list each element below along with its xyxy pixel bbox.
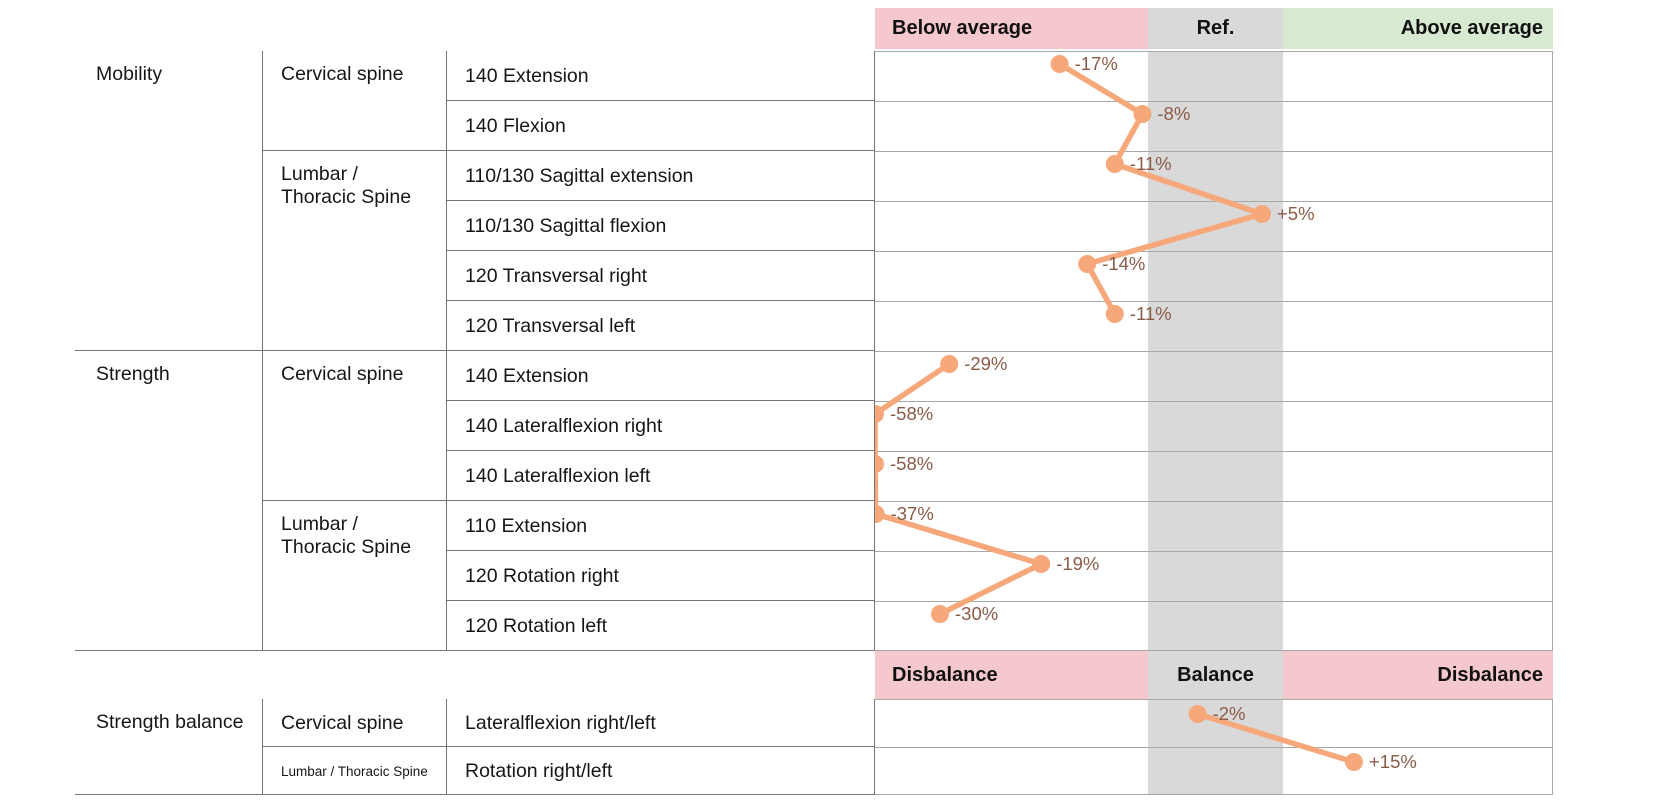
value-label: -19% — [1056, 553, 1100, 574]
test-cell: 140 Flexion — [447, 101, 875, 151]
zone-header-ref: Ref. — [1148, 8, 1283, 49]
value-label: -58% — [890, 453, 934, 474]
value-label: -17% — [1074, 53, 1118, 74]
chart-canvas — [875, 51, 1553, 651]
test-cell: Rotation right/left — [447, 747, 875, 795]
zone-label-disbalance-left: Disbalance — [892, 663, 998, 686]
data-point — [875, 405, 884, 423]
region-cell: Lumbar / Thoracic Spine — [263, 151, 447, 351]
value-label: -30% — [955, 603, 999, 624]
region-cell: Cervical spine — [263, 51, 447, 151]
data-point — [875, 455, 884, 473]
series-line — [1056, 61, 1265, 317]
value-label: -2% — [1212, 703, 1246, 724]
zone-label-below-average: Below average — [892, 17, 1033, 39]
test-cell: 110/130 Sagittal extension — [447, 151, 875, 201]
value-label: +15% — [1369, 751, 1417, 772]
data-point — [1032, 555, 1051, 573]
test-cell: 120 Rotation left — [447, 601, 875, 651]
zone-header-top: Below average Ref. Above average — [875, 8, 1553, 49]
zone-header-balance-row: Disbalance Balance Disbalance — [875, 651, 1553, 699]
data-point — [940, 355, 959, 373]
zone-header-disbalance-left: Disbalance — [875, 651, 1148, 699]
zone-header-balance: Balance — [1148, 651, 1283, 699]
value-label: -29% — [964, 353, 1008, 374]
category-cell: Mobility — [75, 51, 263, 351]
test-cell: Lateralflexion right/left — [447, 699, 875, 747]
test-cell: 120 Transversal left — [447, 301, 875, 351]
main-chart-area: -17% -8% -11% +5% -14% -11% -29% -58% -58% -37% -1… — [875, 51, 1553, 651]
chart-canvas — [875, 699, 1553, 795]
data-point — [931, 605, 949, 623]
series-line — [875, 361, 1044, 617]
zone-label-ref: Ref. — [1196, 17, 1235, 39]
data-point — [1253, 205, 1271, 223]
value-label: -58% — [890, 403, 934, 424]
zone-header-above-average: Above average — [1283, 8, 1553, 49]
test-cell: 120 Rotation right — [447, 551, 875, 601]
zone-label-disbalance-right: Disbalance — [1437, 663, 1543, 686]
test-cell: 120 Transversal right — [447, 251, 875, 301]
category-cell: Strength — [75, 351, 263, 651]
value-label: +5% — [1277, 203, 1315, 224]
series-line — [1194, 711, 1357, 765]
balance-chart-area: -2% +15% — [875, 699, 1553, 795]
zone-label-balance: Balance — [1177, 663, 1254, 686]
test-cell: 140 Extension — [447, 351, 875, 401]
data-point — [1133, 105, 1152, 123]
data-point — [1050, 55, 1069, 73]
zone-label-above-average: Above average — [1400, 17, 1543, 39]
region-cell: Cervical spine — [263, 699, 447, 747]
test-cell: 110 Extension — [447, 501, 875, 551]
data-point — [1105, 305, 1124, 323]
zone-header-below-average: Below average — [875, 8, 1148, 49]
value-label: -11% — [1129, 303, 1172, 324]
region-cell: Lumbar / Thoracic Spine — [263, 501, 447, 651]
data-point — [1105, 155, 1124, 173]
data-point — [1078, 255, 1097, 273]
data-point — [1188, 705, 1207, 723]
value-label: -8% — [1157, 103, 1191, 124]
value-label: -14% — [1102, 253, 1146, 274]
value-label: -37% — [890, 503, 934, 524]
region-cell: Cervical spine — [263, 351, 447, 501]
test-cell: 110/130 Sagittal flexion — [447, 201, 875, 251]
zone-header-disbalance-right: Disbalance — [1283, 651, 1553, 699]
test-cell: 140 Lateralflexion left — [447, 451, 875, 501]
region-cell: Lumbar / Thoracic Spine — [263, 747, 447, 795]
test-cell: 140 Lateralflexion right — [447, 401, 875, 451]
data-point — [875, 505, 885, 523]
test-cell: 140 Extension — [447, 51, 875, 101]
category-cell: Strength balance — [75, 699, 263, 795]
value-label: -11% — [1129, 153, 1172, 174]
data-point — [1345, 753, 1363, 771]
